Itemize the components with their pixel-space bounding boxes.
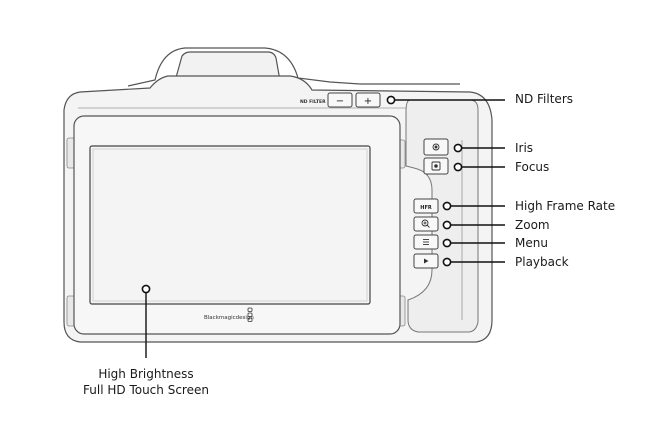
nd-filter-plus-button[interactable] bbox=[355, 92, 381, 108]
zoom-button[interactable] bbox=[413, 216, 439, 232]
callout-dots bbox=[141, 95, 463, 294]
hfr-dot bbox=[442, 201, 452, 211]
nd-filter-plus-glyph: + bbox=[364, 96, 372, 107]
focus-icon bbox=[431, 161, 441, 171]
high-frame-rate-label: High Frame Rate bbox=[515, 199, 616, 213]
zoom-icon bbox=[421, 219, 430, 228]
nd-filters-label: ND Filters bbox=[515, 92, 574, 106]
iris-icon bbox=[432, 143, 440, 151]
grip-panel bbox=[405, 99, 479, 333]
nd-filter-minus-button[interactable] bbox=[327, 92, 353, 108]
playback-dot bbox=[442, 257, 452, 267]
hfr-button[interactable] bbox=[413, 198, 439, 214]
nd-filters-dot bbox=[386, 95, 396, 105]
focus-label: Focus bbox=[515, 160, 550, 174]
touch-screen-label-line2: Full HD Touch Screen bbox=[83, 383, 209, 397]
menu-label: Menu bbox=[515, 236, 548, 250]
playback-label: Playback bbox=[515, 255, 569, 269]
viewfinder-hump bbox=[127, 47, 460, 87]
touch-screen[interactable] bbox=[89, 145, 371, 305]
touch-screen-label-line1: High Brightness bbox=[98, 367, 194, 381]
menu-dot bbox=[442, 238, 452, 248]
hfr-glyph: HFR bbox=[420, 205, 432, 211]
screen-dot bbox=[141, 284, 151, 294]
focus-dot bbox=[453, 162, 463, 172]
brand-text: Blackmagicdesign bbox=[204, 315, 254, 321]
nd-filter-minus-glyph: − bbox=[336, 96, 344, 107]
leader-lines bbox=[145, 99, 505, 358]
play-icon bbox=[424, 258, 429, 264]
zoom-label: Zoom bbox=[515, 218, 550, 232]
menu-icon bbox=[423, 239, 429, 245]
brand-logo-icon bbox=[247, 307, 253, 322]
touch-screen-callout: High Brightness Full HD Touch Screen bbox=[46, 366, 246, 398]
iris-label: Iris bbox=[515, 141, 534, 155]
nd-filter-label: ND FILTER bbox=[300, 99, 326, 105]
zoom-dot bbox=[442, 220, 452, 230]
iris-dot bbox=[453, 143, 463, 153]
